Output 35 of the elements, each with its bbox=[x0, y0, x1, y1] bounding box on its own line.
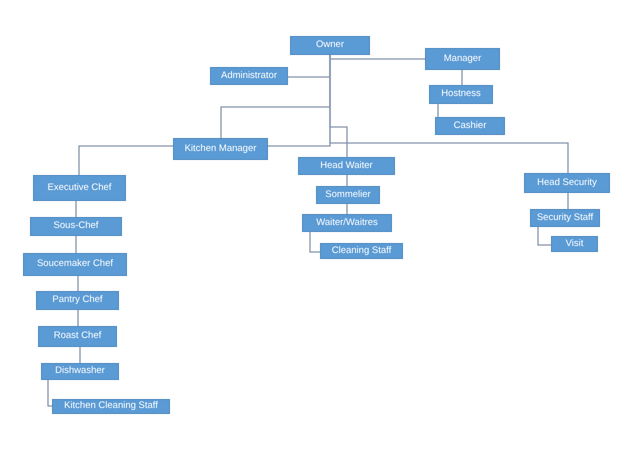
position-box: Manager bbox=[425, 48, 500, 70]
connector-line bbox=[329, 55, 569, 173]
position-box: Head Security bbox=[524, 173, 610, 193]
connector-line bbox=[567, 193, 569, 209]
position-box: Hostness bbox=[429, 85, 493, 104]
connector-line bbox=[75, 201, 77, 217]
connector-line bbox=[79, 347, 81, 363]
position-box: Waiter/Waitres bbox=[302, 214, 392, 232]
position-box: Head Waiter bbox=[298, 157, 395, 175]
position-box: Security Staff bbox=[530, 209, 600, 227]
connector-line bbox=[346, 175, 348, 186]
position-box: Pantry Chef bbox=[36, 291, 119, 310]
position-box: Visit bbox=[551, 236, 598, 252]
position-box: Executive Chef bbox=[33, 175, 126, 201]
position-box: Owner bbox=[290, 36, 370, 55]
position-box: Soucemaker Chef bbox=[23, 253, 127, 276]
connector-line bbox=[77, 276, 79, 291]
position-box: Sous-Chef bbox=[30, 217, 122, 236]
position-box: Dishwasher bbox=[41, 363, 119, 380]
connector-line bbox=[437, 104, 439, 117]
connector-line bbox=[78, 145, 173, 175]
position-box: Cashier bbox=[435, 117, 505, 135]
position-box: Sommelier bbox=[316, 186, 380, 204]
connector-line bbox=[75, 236, 77, 253]
position-box: Kitchen Cleaning Staff bbox=[52, 399, 170, 414]
connector-line bbox=[461, 70, 463, 85]
connector-line bbox=[309, 232, 320, 253]
connector-line bbox=[537, 227, 551, 246]
position-box: Administrator bbox=[210, 67, 288, 85]
connector-line bbox=[346, 204, 348, 214]
position-box: Cleaning Staff bbox=[320, 243, 403, 259]
connector-line bbox=[77, 310, 79, 326]
connector-line bbox=[47, 380, 52, 407]
position-box: Kitchen Manager bbox=[173, 138, 268, 160]
position-box: Roast Chef bbox=[38, 326, 117, 347]
